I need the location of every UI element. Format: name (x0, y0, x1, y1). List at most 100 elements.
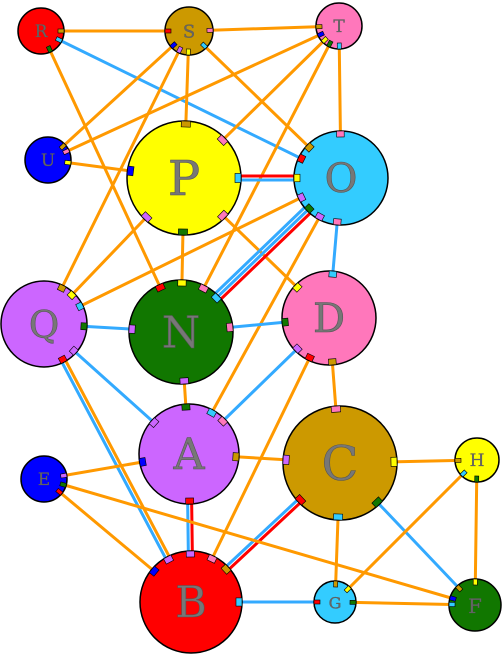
edge-q-b (44, 321, 195, 603)
port-marker (293, 173, 301, 183)
port-marker (176, 45, 184, 54)
port-marker (54, 36, 63, 44)
edge-d-b (189, 316, 331, 604)
port-marker (57, 28, 65, 34)
port-marker (343, 585, 352, 594)
port-marker (328, 358, 337, 366)
port-marker (60, 472, 68, 479)
port-marker (390, 456, 398, 467)
node-label: T (333, 17, 345, 37)
port-marker (185, 48, 191, 56)
node-o[interactable]: O (293, 130, 389, 226)
port-marker (336, 42, 342, 50)
node-d[interactable]: D (281, 270, 377, 366)
port-marker (217, 415, 229, 427)
port-marker (454, 458, 462, 463)
port-marker (185, 550, 195, 558)
node-c[interactable]: C (282, 405, 398, 521)
node-label: G (329, 594, 342, 613)
node-a[interactable]: A (138, 403, 240, 505)
node-u[interactable]: U (24, 136, 72, 184)
port-marker (75, 301, 85, 312)
port-marker (154, 282, 166, 293)
node-label: Q (29, 304, 59, 347)
port-marker (448, 602, 456, 607)
node-label: A (172, 430, 205, 480)
edge-s-t (187, 24, 341, 33)
edge-o-a (187, 176, 343, 456)
node-g[interactable]: G (313, 580, 357, 624)
port-marker (326, 39, 334, 48)
port-marker (200, 41, 209, 50)
port-marker (232, 452, 240, 462)
node-p[interactable]: P (126, 120, 242, 236)
port-marker (163, 554, 174, 565)
port-marker (449, 595, 457, 602)
port-marker (64, 159, 72, 166)
port-marker (55, 487, 64, 496)
node-r[interactable]: R (17, 7, 65, 55)
port-marker (148, 565, 160, 577)
port-marker (148, 417, 160, 429)
port-marker (281, 317, 289, 327)
node-e[interactable]: E (20, 455, 68, 503)
port-marker (206, 553, 218, 564)
node-n[interactable]: N (128, 279, 234, 385)
port-marker (314, 211, 325, 222)
node-label: O (325, 156, 358, 202)
node-q[interactable]: Q (0, 280, 88, 368)
port-marker (56, 283, 67, 293)
port-marker (371, 496, 384, 508)
node-label: S (183, 22, 195, 43)
node-f[interactable]: F (448, 578, 502, 632)
node-label: D (313, 296, 345, 342)
port-marker (68, 345, 79, 356)
port-marker (455, 584, 464, 593)
port-marker (164, 28, 172, 34)
edge-q-b (40, 323, 191, 605)
port-marker (320, 36, 329, 44)
node-label: U (41, 151, 55, 171)
port-marker (169, 41, 178, 50)
port-marker (315, 24, 323, 30)
port-marker (349, 600, 357, 605)
port-marker (313, 599, 321, 605)
port-marker (296, 153, 307, 164)
node-label: E (38, 470, 50, 490)
node-circle (24, 136, 72, 184)
port-marker (304, 203, 315, 214)
port-marker (140, 211, 153, 223)
port-marker (185, 497, 194, 505)
port-marker (66, 290, 77, 301)
edge-e-f (42, 477, 477, 607)
port-marker (206, 27, 214, 33)
node-t[interactable]: T (315, 2, 363, 50)
port-marker (296, 192, 307, 203)
port-marker (138, 457, 147, 467)
port-marker (58, 142, 67, 151)
node-label: F (468, 594, 482, 618)
port-marker (282, 454, 290, 465)
port-marker (304, 142, 315, 153)
edge-o-q (42, 176, 343, 326)
port-marker (220, 563, 232, 575)
node-label: C (322, 436, 359, 492)
node-label: P (168, 151, 200, 207)
port-marker (474, 475, 480, 483)
node-h[interactable]: H (454, 437, 500, 483)
port-marker (333, 580, 339, 588)
node-label: R (35, 22, 49, 42)
port-marker (332, 218, 342, 226)
port-marker (45, 45, 53, 54)
edge-t-u (46, 24, 341, 162)
port-marker (80, 322, 88, 331)
port-marker (472, 578, 478, 586)
port-marker (235, 597, 243, 607)
edge-r-n (39, 29, 183, 334)
node-b[interactable]: B (139, 550, 243, 654)
port-marker (177, 279, 187, 287)
port-marker (217, 209, 229, 222)
node-s[interactable]: S (164, 6, 214, 56)
